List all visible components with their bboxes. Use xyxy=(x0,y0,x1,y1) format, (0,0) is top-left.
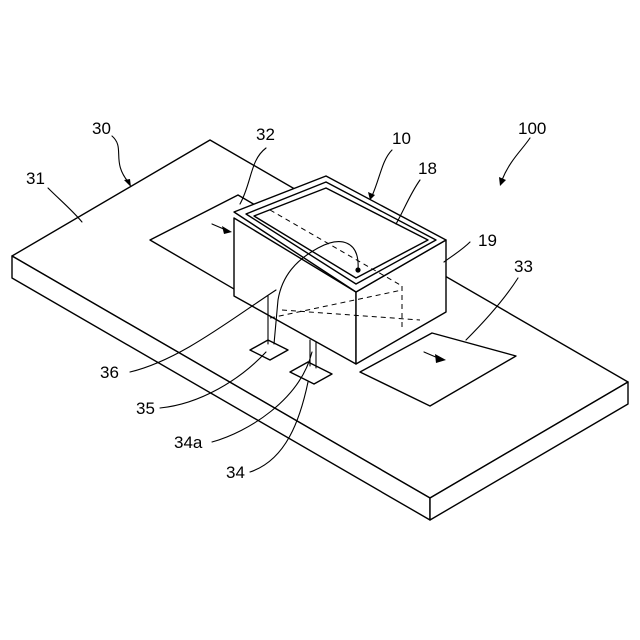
label-35: 35 xyxy=(136,399,155,418)
leader-10 xyxy=(372,150,392,196)
label-10: 10 xyxy=(392,129,411,148)
label-33: 33 xyxy=(514,257,533,276)
label-36: 36 xyxy=(100,363,119,382)
leader-100 xyxy=(502,138,530,180)
leader-31 xyxy=(48,188,82,222)
leader-30-arrowhead xyxy=(124,179,131,187)
label-34: 34 xyxy=(226,463,245,482)
label-30: 30 xyxy=(92,119,111,138)
label-31: 31 xyxy=(26,169,45,188)
leader-19 xyxy=(444,242,470,262)
label-18: 18 xyxy=(418,159,437,178)
leader-18 xyxy=(396,180,420,224)
leader-30 xyxy=(112,136,130,184)
label-100: 100 xyxy=(518,119,546,138)
label-19: 19 xyxy=(478,231,497,250)
label-32: 32 xyxy=(256,125,275,144)
label-34a: 34a xyxy=(174,433,203,452)
